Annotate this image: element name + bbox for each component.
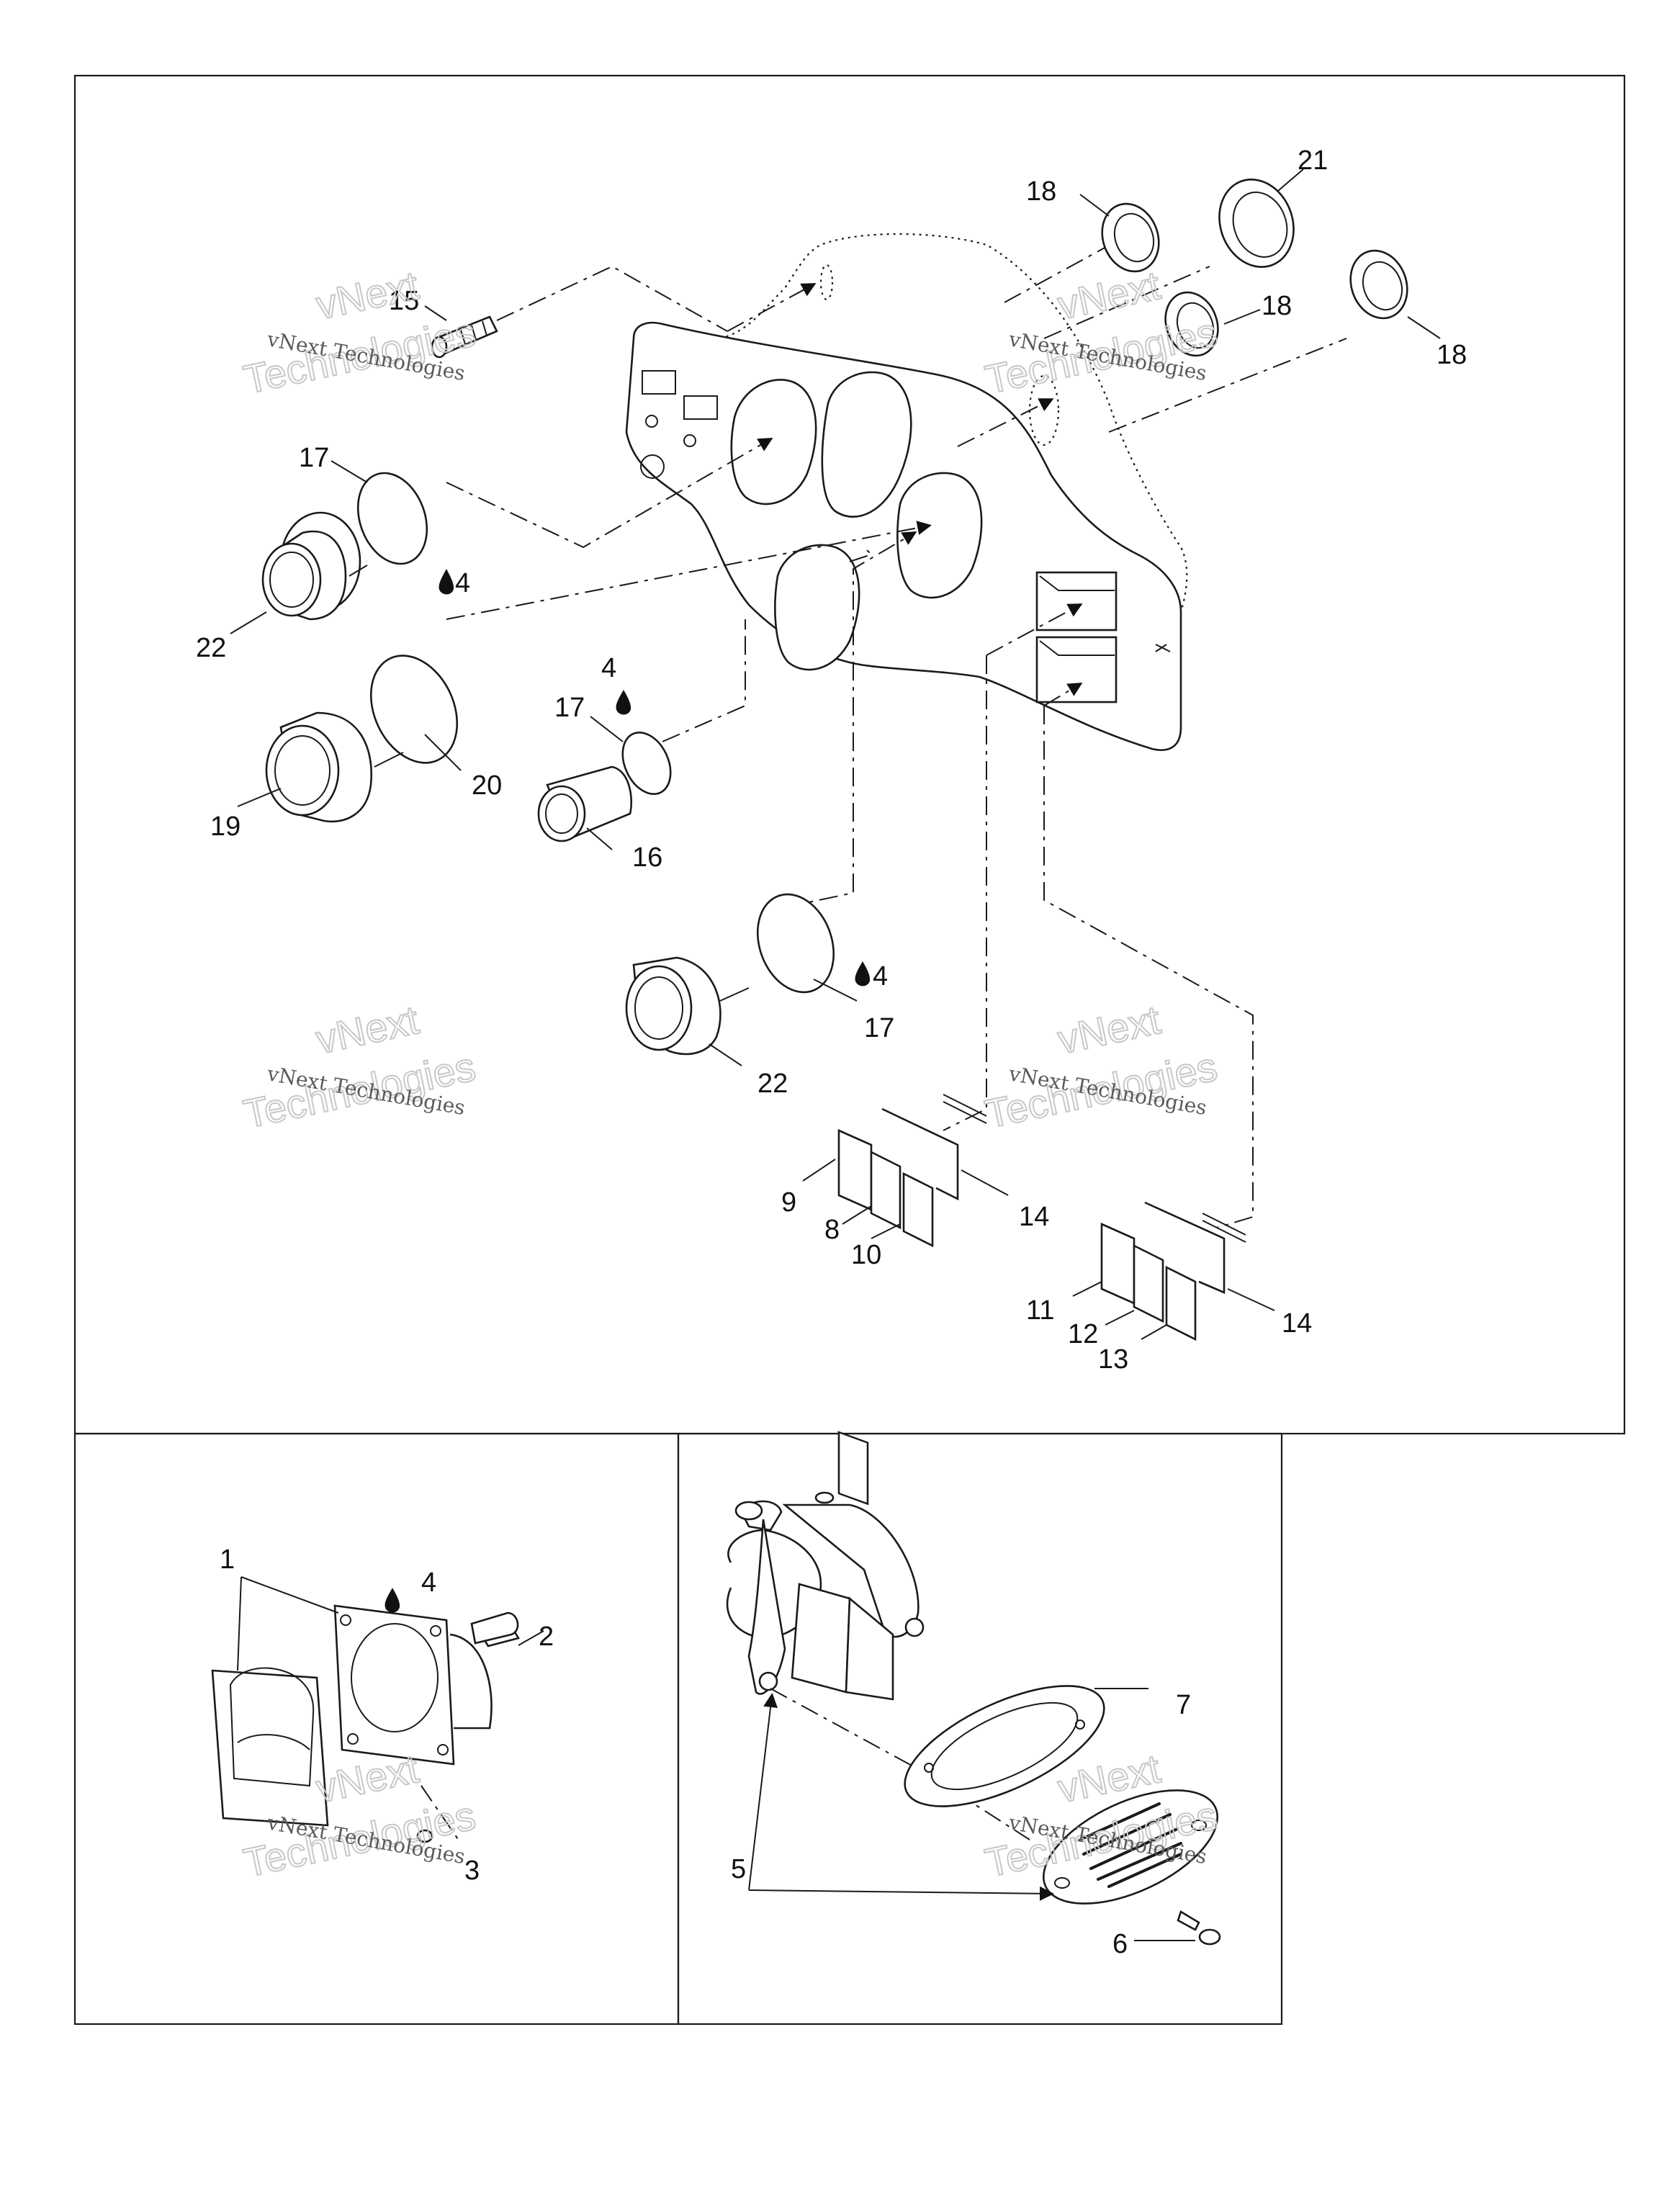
callout-16: 16 (632, 842, 662, 873)
nut-18-right (1349, 249, 1408, 320)
pin-2 (470, 1611, 519, 1645)
nut-18-mid (1164, 291, 1219, 357)
gauge-22-upper (261, 511, 368, 621)
callout-21: 21 (1298, 145, 1328, 176)
bezel-assembly-1 (211, 1604, 521, 1844)
callout-2: 2 (539, 1622, 554, 1652)
callout-22: 22 (757, 1069, 788, 1099)
svg-text:vNext: vNext (312, 262, 423, 328)
gauge-16 (537, 765, 633, 842)
drop-icon (439, 569, 454, 595)
screw-3 (416, 1829, 433, 1843)
switch-group-left (837, 1107, 959, 1506)
nut-21 (1218, 178, 1295, 269)
callout-1: 1 (220, 1545, 235, 1575)
callout-4: 4 (873, 961, 888, 992)
switch-group-right (1100, 1201, 1226, 1341)
callout-8: 8 (824, 1215, 840, 1245)
callout-11: 11 (1026, 1295, 1054, 1326)
drop-icon (855, 961, 871, 986)
callout-3: 3 (464, 1856, 480, 1886)
callout-4: 4 (455, 568, 470, 598)
lower-right-frame (677, 1432, 1283, 2026)
callout-4: 4 (601, 653, 616, 683)
assembly-lines (446, 237, 1347, 1243)
callout-6: 6 (1112, 1929, 1128, 1959)
callout-10: 10 (851, 1240, 881, 1270)
callout-17: 17 (864, 1013, 894, 1043)
part-15-fitting (431, 315, 498, 359)
nut-18-top (1101, 202, 1160, 273)
screw-6 (1177, 1910, 1221, 1946)
callout-15: 15 (389, 286, 419, 316)
callout-17: 17 (299, 443, 329, 473)
svg-text:vNext: vNext (312, 1745, 423, 1811)
gauge-22-lower (625, 956, 750, 1056)
horn-assembly-5 (726, 1491, 1030, 1840)
ring-17-upper (356, 472, 428, 565)
svg-text:vNext: vNext (1053, 997, 1164, 1062)
ring-17-lower (756, 893, 835, 994)
ring-20 (369, 655, 459, 764)
gasket-7 (904, 1685, 1105, 1807)
callout-13: 13 (1098, 1344, 1128, 1375)
callout-20: 20 (472, 770, 502, 801)
callout-14: 14 (1019, 1202, 1049, 1232)
callout-12: 12 (1068, 1319, 1098, 1349)
callout-18: 18 (1437, 340, 1467, 370)
callout-14: 14 (1282, 1308, 1312, 1339)
svg-text:vNext: vNext (1053, 262, 1164, 328)
callout-22: 22 (196, 633, 226, 663)
drop-icon (616, 690, 631, 715)
callout-9: 9 (781, 1187, 796, 1218)
gauge-19 (265, 711, 404, 823)
callout-4: 4 (421, 1568, 436, 1598)
svg-text:vNext: vNext (312, 997, 423, 1062)
leader-lines (230, 168, 1441, 1941)
callout-7: 7 (1176, 1690, 1191, 1720)
callout-17: 17 (554, 693, 585, 723)
drop-icon (385, 1588, 400, 1613)
callout-19: 19 (210, 811, 240, 842)
ring-17-mid (621, 731, 672, 796)
callout-labels: 15 17 4 22 20 19 4 17 16 4 17 22 18 21 1… (196, 145, 1467, 1959)
callout-5: 5 (731, 1854, 746, 1884)
callout-18: 18 (1262, 291, 1292, 321)
callout-18: 18 (1026, 176, 1056, 207)
